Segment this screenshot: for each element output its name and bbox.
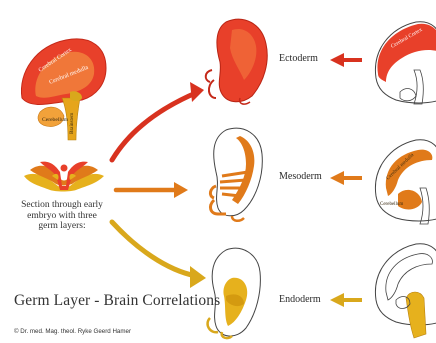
- right-brain-mesoderm: Cerebral medulla Cerebellum: [375, 140, 436, 224]
- right-arrow-head-endoderm: [330, 293, 344, 307]
- right-label-cerebellum: Cerebellum: [380, 202, 403, 207]
- arrow-head-mesoderm: [174, 182, 188, 198]
- embryo-section: [24, 162, 104, 192]
- right-arrow-head-ectoderm: [330, 53, 344, 67]
- arrow-head-ectoderm: [190, 82, 204, 102]
- label-cerebellum: Cerebellum: [42, 117, 69, 123]
- arrow-head-endoderm: [190, 266, 206, 288]
- arrow-to-endoderm-embryo: [112, 222, 196, 276]
- embryo-ectoderm: [206, 19, 268, 104]
- label-ectoderm: Ectoderm: [279, 53, 318, 64]
- right-brain-endoderm: [375, 244, 436, 338]
- page-title: Germ Layer - Brain Correlations: [14, 292, 220, 310]
- copyright-notice: © Dr. med. Mag. theol. Ryke Geerd Hamer: [14, 328, 131, 335]
- arrow-to-ectoderm-embryo: [112, 92, 198, 160]
- right-brain-ectoderm: Cerebral Cortex: [375, 22, 436, 104]
- label-endoderm: Endoderm: [279, 294, 321, 305]
- label-mesoderm: Mesoderm: [279, 171, 322, 182]
- embryo-caption: Section through early embryo with three …: [18, 200, 106, 232]
- embryo-mesoderm: [210, 128, 262, 221]
- right-arrow-head-mesoderm: [330, 171, 344, 185]
- label-brainstem: Brainstem: [69, 113, 75, 134]
